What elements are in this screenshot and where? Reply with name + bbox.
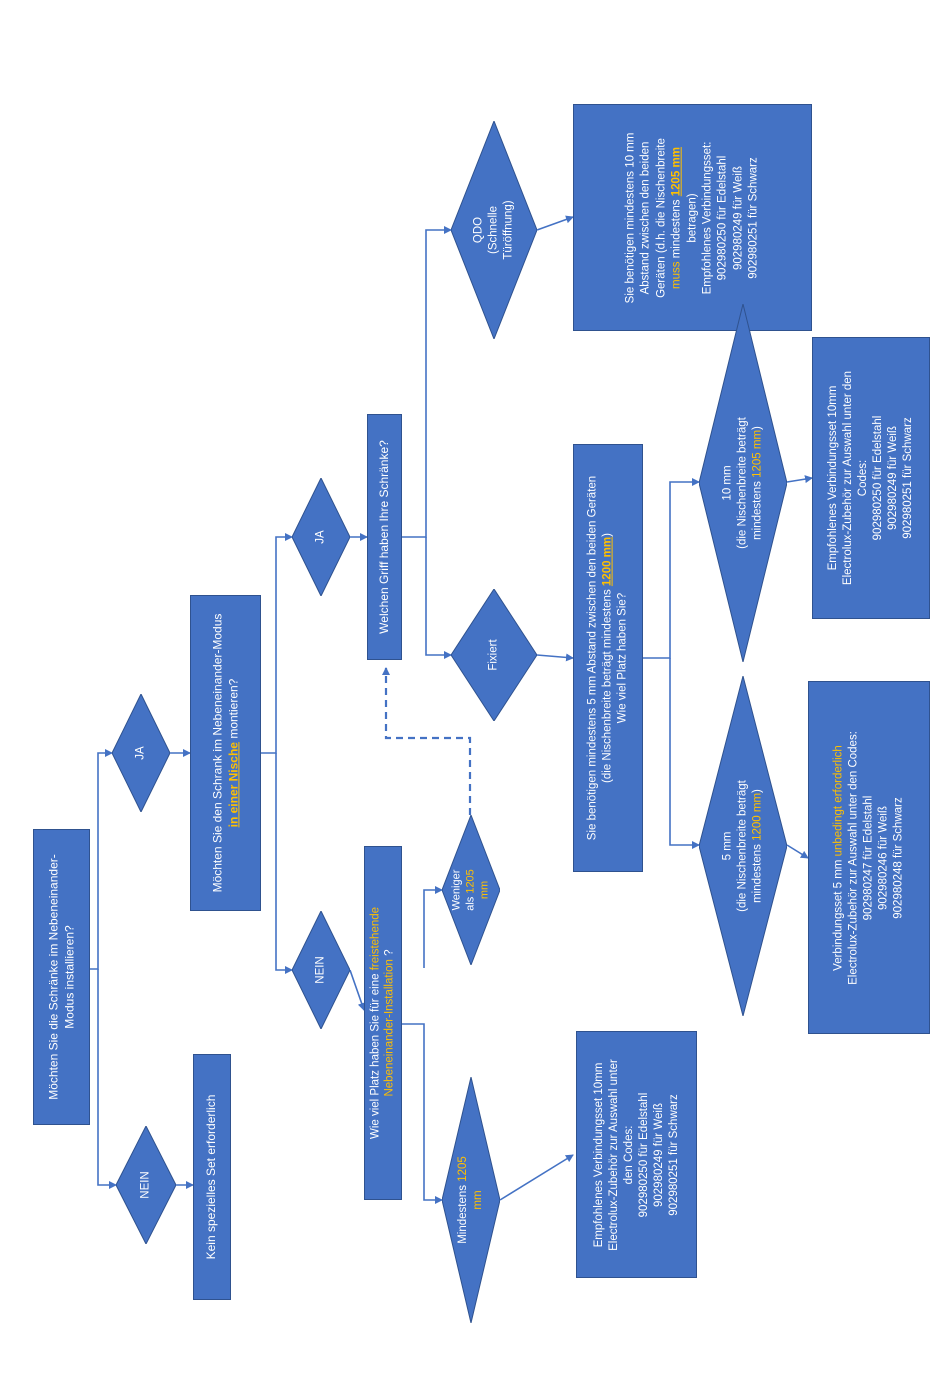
result-qdo-l9: 902980251 für Schwarz	[747, 156, 760, 279]
decision-weniger-l2a: als	[464, 893, 477, 911]
result-qdo-l2: Abstand zwischen den beiden	[639, 141, 652, 294]
question-install-side-by-side: Möchten Sie die Schränke im Nebeneinande…	[33, 829, 90, 1125]
question-platz-l2a: Nebeneinander-Installation	[384, 959, 396, 1097]
decision-mindestens-l1a: Mindestens	[457, 1181, 470, 1244]
decision-5mm-l3b: 1200 mm	[751, 792, 764, 841]
question-fixiert-l2a: (die Nischenbreite beträgt mindestens	[601, 586, 614, 783]
decision-5mm-l2: (die Nischenbreite beträgt	[736, 780, 749, 912]
result-5mm-l1b: unbedingt erforderlich	[832, 744, 845, 856]
question-niche-line1: Möchten Sie den Schrank im Nebeneinander…	[209, 613, 224, 893]
question-fixiert-l3: Wie viel Platz haben Sie?	[616, 592, 629, 724]
decision-5mm-l1: 5 mm	[721, 831, 734, 861]
result-mindestens-l3: den Codes:	[622, 1125, 635, 1184]
decision-nein-install-label: NEIN	[139, 1171, 152, 1199]
decision-mindestens-1205: Mindestens 1205 mm	[442, 1077, 500, 1323]
decision-ja-install: JA	[112, 694, 170, 812]
decision-5mm-l3c: )	[751, 789, 764, 793]
result-5mm-l1a: Verbindungsset 5 mm	[832, 855, 845, 971]
result-qdo-l3b: 1205 mm	[670, 146, 683, 196]
decision-ja-niche-label: JA	[314, 530, 327, 544]
decision-fixiert: Fixiert	[451, 589, 537, 721]
decision-qdo: QDO (Schnelle Türöffnung)	[451, 121, 537, 339]
decision-weniger-l3: mm	[477, 880, 490, 900]
question-freestanding-space: Wie viel Platz haben Sie für eine freist…	[364, 846, 402, 1200]
decision-nein-niche-label: NEIN	[314, 956, 327, 984]
decision-10mm-l3c: )	[751, 426, 764, 430]
decision-5mm: 5 mm (die Nischenbreite beträgt mindeste…	[699, 676, 787, 1016]
result-qdo-l6: Empfohlenes Verbindungsset:	[701, 141, 714, 294]
result-mindestens-l2: Electrolux-Zubehör zur Auswahl unter	[607, 1058, 620, 1251]
decision-nein-niche: NEIN	[292, 911, 350, 1029]
question-install-line1: Möchten Sie die Schränke im Nebeneinande…	[45, 854, 60, 1100]
result-qdo-l3a: Geräten (d.h. die Nischenbreite	[654, 137, 667, 298]
decision-nein-install: NEIN	[116, 1126, 176, 1244]
question-fixiert-space: Sie benötigen mindestens 5 mm Abstand zw…	[573, 444, 643, 872]
decision-qdo-line2: (Schnelle	[487, 206, 500, 254]
question-niche-line2-rest: montieren?	[225, 678, 240, 743]
result-mindestens-l1: Empfohlenes Verbindungsset 10mm	[592, 1062, 605, 1247]
question-handle-type-label: Welchen Griff haben Ihre Schränke?	[376, 440, 391, 634]
result-5mm-set: Verbindungsset 5 mm unbedingt erforderli…	[808, 681, 930, 1034]
question-fixiert-l1: Sie benötigen mindestens 5 mm Abstand zw…	[586, 475, 599, 841]
decision-10mm-l3b: 1205 mm	[751, 429, 764, 478]
decision-ja-install-label: JA	[134, 746, 147, 760]
result-10mm-l6: 902980251 für Schwarz	[901, 417, 914, 539]
result-mindestens-set: Empfohlenes Verbindungsset 10mm Electrol…	[576, 1031, 697, 1278]
result-5mm-l5: 902980248 für Schwarz	[892, 796, 905, 919]
decision-fixiert-label: Fixiert	[487, 639, 500, 671]
result-qdo-l4a: muss	[670, 260, 683, 289]
result-qdo-l7: 902980250 für Edelstahl	[716, 155, 729, 280]
question-fixiert-l2c: )	[601, 533, 614, 537]
question-platz-l2b: ?	[384, 949, 396, 960]
result-qdo-l5: betragen)	[685, 192, 698, 243]
question-niche-mount: Möchten Sie den Schrank im Nebeneinander…	[190, 595, 261, 911]
question-platz-l1a: Wie viel Platz haben Sie für eine	[369, 970, 382, 1140]
result-qdo: Sie benötigen mindestens 10 mm Abstand z…	[573, 104, 812, 331]
result-mindestens-l6: 902980251 für Schwarz	[667, 1093, 680, 1216]
decision-5mm-l3a: mindestens	[751, 840, 764, 903]
question-fixiert-l2b: 1200 mm	[601, 536, 614, 587]
decision-weniger-1205: Weniger als 1205 mm	[442, 815, 500, 965]
result-10mm-l1: Empfohlenes Verbindungsset 10mm	[827, 385, 840, 571]
result-qdo-l4b: mindestens	[670, 195, 683, 261]
result-qdo-l8: 902980249 für Weiß	[732, 165, 745, 270]
decision-weniger-l2b: 1205	[464, 869, 477, 894]
result-5mm-l2: Electrolux-Zubehör zur Auswahl unter den…	[847, 730, 860, 985]
decision-mindestens-l1b: 1205	[457, 1156, 470, 1182]
question-niche-highlight: in einer Nische	[225, 742, 240, 828]
result-no-special-set: Kein spezielles Set erforderlich	[193, 1054, 231, 1300]
question-install-line2: Modus installieren?	[61, 925, 76, 1029]
result-5mm-l3: 902980247 für Edelstahl	[862, 795, 875, 920]
decision-weniger-l1: Weniger	[450, 869, 463, 911]
result-5mm-l4: 902980246 für Weiß	[877, 805, 890, 910]
question-platz-l1b: freistehende	[369, 906, 382, 971]
result-mindestens-l4: 902980250 für Edelstahl	[637, 1092, 650, 1217]
decision-mindestens-l2: mm	[472, 1190, 484, 1210]
result-10mm-set: Empfohlenes Verbindungsset 10mm Electrol…	[812, 337, 930, 619]
result-mindestens-l5: 902980249 für Weiß	[652, 1102, 665, 1207]
decision-10mm-l1: 10 mm	[721, 465, 734, 501]
result-10mm-l2: Electrolux-Zubehör zur Auswahl unter den	[842, 370, 855, 586]
decision-qdo-line1: QDO	[472, 216, 485, 244]
decision-10mm-l2: (die Nischenbreite beträgt	[736, 417, 749, 549]
decision-10mm: 10 mm (die Nischenbreite beträgt mindest…	[699, 304, 787, 662]
result-no-special-set-label: Kein spezielles Set erforderlich	[204, 1094, 219, 1260]
result-10mm-l3: Codes:	[857, 459, 870, 497]
result-qdo-l1: Sie benötigen mindestens 10 mm	[624, 132, 637, 303]
decision-qdo-line3: Türöffnung)	[502, 200, 515, 260]
result-10mm-l5: 902980249 für Weiß	[886, 426, 899, 530]
question-handle-type: Welchen Griff haben Ihre Schränke?	[367, 414, 402, 660]
decision-10mm-l3a: mindestens	[751, 477, 764, 540]
decision-ja-niche: JA	[292, 478, 350, 596]
result-10mm-l4: 902980250 für Edelstahl	[872, 415, 884, 541]
